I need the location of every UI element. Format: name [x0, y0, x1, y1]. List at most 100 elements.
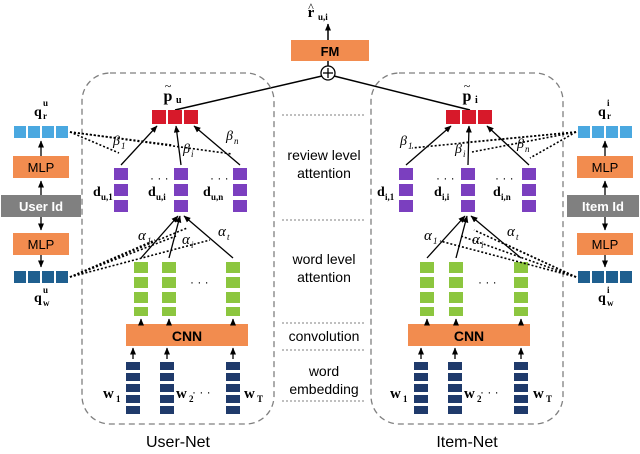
item-d-ellipsis: · · · — [436, 171, 455, 185]
item-mlp-top-label: MLP — [592, 160, 619, 175]
item-p-symbol: p — [463, 88, 472, 105]
user-net-label: User-Net — [146, 434, 211, 451]
hat-mark: ^ — [308, 0, 314, 14]
user-mlp-top-label: MLP — [28, 160, 55, 175]
user-qw-vector — [14, 271, 68, 283]
item-word-attn-column-2 — [449, 262, 463, 316]
user-beta1-sub: 1 — [121, 141, 126, 151]
user-dn-symbol: d — [203, 185, 211, 200]
item-w2-sub: 2 — [477, 394, 482, 404]
output-rating: r ^ u,i — [308, 0, 329, 22]
item-d1-subscript: i,1 — [385, 192, 395, 202]
item-alpha1: α — [424, 228, 433, 244]
word-level-label-2: attention — [297, 269, 351, 285]
user-qw-sup: u — [43, 285, 48, 295]
user-wT: w — [244, 386, 255, 402]
user-wT-sub: T — [257, 394, 263, 404]
output-rating-symbol: r — [308, 5, 315, 21]
user-qw-sub: w — [43, 298, 50, 308]
item-g1-to-di — [426, 215, 466, 259]
user-alphat: α — [218, 224, 227, 240]
item-beta1: β — [399, 134, 407, 149]
user-p-subscript: u — [176, 95, 182, 106]
user-p-symbol: p — [164, 88, 173, 105]
user-p-tilde: ~ — [165, 79, 172, 93]
user-di-symbol: d — [148, 185, 156, 200]
user-d1-to-p — [120, 125, 158, 166]
embedding-label-2: embedding — [289, 381, 358, 397]
pu-to-fm-line — [174, 75, 323, 111]
user-di-subscript: u,i — [156, 192, 166, 202]
user-word-attn-lines — [69, 227, 211, 278]
user-d-ellipsis-2: · · · — [210, 171, 229, 185]
fm-label: FM — [321, 44, 340, 59]
item-net-label: Item-Net — [436, 434, 498, 451]
user-alpha1-sub: 1 — [147, 236, 152, 246]
item-word-attn-lines — [439, 229, 577, 278]
item-p-vector — [446, 110, 492, 124]
word-level-label-1: word level — [291, 251, 355, 267]
output-rating-subscript: u,i — [318, 12, 328, 22]
user-d1-symbol: d — [93, 185, 101, 200]
item-mlp-top-box — [577, 156, 633, 178]
user-betai: β — [182, 142, 190, 157]
item-word-attn-column-1 — [420, 262, 434, 316]
item-embed-column-t — [514, 362, 528, 414]
user-alphai-sub: i — [191, 240, 194, 250]
item-qw-vector — [578, 271, 632, 283]
user-d-ellipsis: · · · — [150, 171, 169, 185]
item-dn-subscript: i,n — [501, 192, 511, 202]
item-betan: β — [516, 137, 524, 152]
user-embed-ellipsis: · · · — [192, 385, 211, 399]
item-w2: w — [464, 386, 475, 402]
user-alphat-sub: t — [227, 232, 230, 242]
item-d-column-1 — [399, 168, 413, 212]
user-g1-to-di — [140, 215, 179, 259]
item-d-column-n — [522, 168, 536, 212]
embedding-label-1: word — [308, 363, 339, 379]
user-qr-sub: r — [43, 111, 47, 121]
item-betai-sub: i — [463, 149, 466, 159]
review-level-label-2: attention — [297, 165, 351, 181]
user-w1-sub: 1 — [116, 394, 121, 404]
item-alphai-sub: i — [481, 240, 484, 250]
item-di-subscript: i,i — [442, 192, 450, 202]
user-green-ellipsis: · · · — [190, 275, 209, 289]
user-cnn-box — [126, 324, 248, 346]
item-alpha1-sub: 1 — [433, 236, 438, 246]
item-embed-column-2 — [448, 362, 462, 414]
user-net: p ~ u d u,1 d u,i d u,n · · · · · · — [1, 79, 263, 414]
user-cnn-label: CNN — [172, 328, 202, 344]
item-review-attn-lines — [411, 131, 577, 159]
user-p-vector — [152, 110, 198, 124]
item-alphai: α — [472, 232, 481, 248]
user-betai-sub: i — [191, 149, 194, 159]
item-gt-to-di — [470, 215, 522, 259]
user-w2-sub: 2 — [189, 394, 194, 404]
user-beta1: β — [112, 134, 120, 149]
item-embed-ellipsis: · · · — [480, 385, 499, 399]
item-qr-sub: r — [607, 111, 611, 121]
user-d-column-1 — [114, 168, 128, 212]
item-p-tilde: ~ — [464, 79, 471, 93]
item-wT-sub: T — [546, 394, 552, 404]
user-id-label: User Id — [19, 199, 63, 214]
user-alpha1: α — [138, 228, 147, 244]
user-w2: w — [176, 386, 187, 402]
fm-box — [291, 40, 369, 61]
item-mlp-bottom-box — [577, 233, 633, 255]
user-d-column-i — [174, 168, 188, 212]
user-dn-to-p — [193, 125, 241, 166]
item-qw-sup: i — [607, 285, 610, 295]
user-w1: w — [103, 386, 114, 402]
item-wT: w — [533, 386, 544, 402]
user-gt-to-di — [183, 215, 234, 259]
item-d-ellipsis-2: · · · — [495, 171, 514, 185]
user-embed-column-2 — [160, 362, 174, 414]
item-w1-sub: 1 — [403, 394, 408, 404]
item-qw-sub: w — [607, 298, 614, 308]
user-betan: β — [225, 129, 233, 144]
item-d1-symbol: d — [377, 185, 385, 200]
